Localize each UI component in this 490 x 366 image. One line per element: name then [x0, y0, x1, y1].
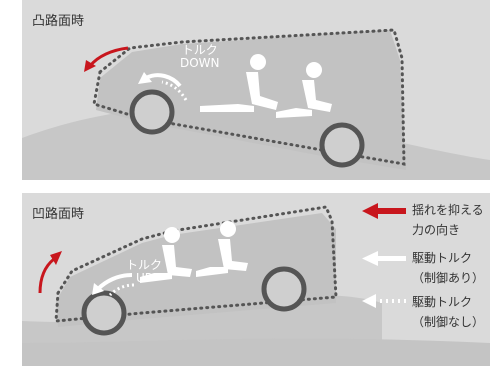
concave-road-panel: 凹路面時 トルク UP 揺れを抑える 力の向き 駆動トルク （制御あり） 駆動ト…: [22, 193, 490, 366]
torque-label-line2: UP: [135, 271, 153, 285]
legend-torque-uncontrolled-icon: [362, 294, 406, 308]
passenger-front: [200, 54, 278, 112]
concave-road-surface-lower: [22, 338, 490, 366]
rear-wheel: [261, 266, 307, 312]
rear-wheel: [319, 122, 365, 168]
sway-arrow-head: [50, 251, 62, 265]
torque-arrow-controlled-head: [92, 283, 104, 295]
legend-torque-controlled-line1: 駆動トルク: [412, 251, 473, 265]
torque-arrow-controlled: [96, 273, 133, 291]
concave-road-scene: [22, 203, 490, 366]
convex-road-scene: [22, 28, 490, 180]
legend-torque-controlled-line2: （制御あり）: [412, 271, 485, 285]
convex-road-panel: 凸路面時 トルク DOWN: [22, 0, 490, 180]
panel-title: 凸路面時: [32, 14, 85, 29]
torque-arrow-controlled-head: [138, 72, 152, 84]
torque-label-line1: トルク: [126, 258, 163, 272]
passenger-front: [140, 227, 192, 283]
torque-label-line1: トルク: [181, 43, 218, 57]
torque-label: トルク UP: [126, 259, 162, 285]
legend-torque-controlled: 駆動トルク （制御あり）: [412, 251, 484, 285]
torque-arrow-uncontrolled: [161, 80, 188, 101]
legend-torque-uncontrolled: 駆動トルク （制御なし）: [412, 295, 484, 329]
sway-arrow-head: [84, 60, 96, 72]
legend-sway: 揺れを抑える 力の向き: [412, 203, 484, 237]
sway-arrow: [88, 46, 129, 67]
car-outline-dotted: [92, 28, 406, 166]
legend-sway-line1: 揺れを抑える: [412, 203, 484, 217]
torque-label-line2: DOWN: [180, 56, 220, 70]
legend-sway-line2: 力の向き: [412, 223, 461, 237]
panel-title: 凹路面時: [32, 207, 85, 222]
legend-torque-uncontrolled-line1: 駆動トルク: [412, 295, 473, 309]
passenger-rear: [196, 221, 248, 277]
legend-sway-arrow-icon: [362, 203, 406, 219]
front-wheel: [129, 89, 175, 135]
legend-torque-controlled-icon: [362, 251, 406, 266]
torque-label: トルク DOWN: [180, 44, 220, 70]
torque-arrow-controlled: [145, 73, 182, 88]
sway-arrow: [38, 257, 55, 294]
front-wheel: [81, 290, 127, 336]
legend-torque-uncontrolled-line2: （制御なし）: [412, 315, 485, 329]
passenger-rear: [276, 62, 332, 118]
